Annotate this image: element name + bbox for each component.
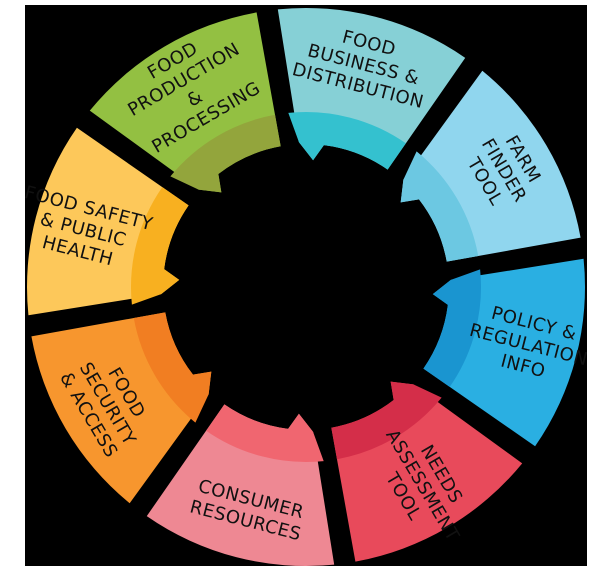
segment-inner-band [288,112,406,170]
segment-needs-assessment-tool[interactable]: NEEDSASSESSMENTTOOL [331,381,523,562]
segment-inner-band [206,404,324,462]
segment-policy-regulation-info[interactable]: POLICY &REGULATIONINFO [423,258,595,447]
segment-food-business-distribution[interactable]: FOODBUSINESS &DISTRIBUTION [277,8,466,170]
segment-farm-finder-tool[interactable]: FARMFINDERTOOL [400,70,581,262]
segment-food-safety-public-health[interactable]: FOOD SAFETY& PUBLICHEALTH [11,127,189,316]
segment-consumer-resources[interactable]: CONSUMERRESOURCES [146,404,335,566]
center-hub [181,162,431,412]
segment-inner-band [331,381,442,460]
segment-inner-band [131,187,189,305]
segment-inner-band [423,269,481,387]
segment-inner-band [400,151,479,262]
segment-inner-band [170,114,281,193]
segment-inner-band [133,312,212,423]
